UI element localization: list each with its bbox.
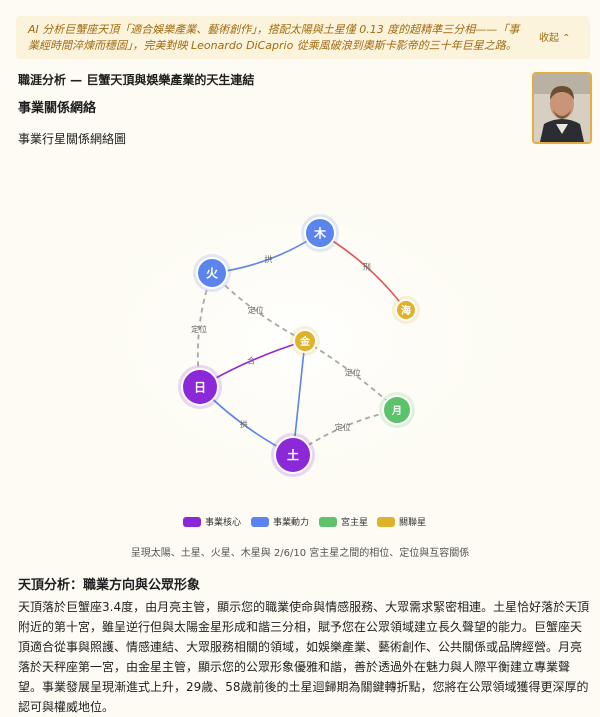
legend-swatch bbox=[251, 516, 269, 527]
collapse-button[interactable]: 收起 ⌃ bbox=[539, 33, 571, 44]
legend-item-drive: 事業動力 bbox=[251, 515, 309, 528]
legend-label: 關聯星 bbox=[399, 518, 427, 528]
edge-label: 刑 bbox=[363, 263, 371, 272]
edge-label: 定位 bbox=[191, 324, 207, 334]
node-label: 木 bbox=[313, 226, 327, 241]
edge-label: 定位 bbox=[248, 305, 264, 315]
legend-item-related: 關聯星 bbox=[377, 515, 426, 528]
legend-swatch bbox=[319, 516, 337, 527]
section-title: 職涯分析 — 巨蟹天頂與娛樂產業的天生連結 bbox=[18, 73, 255, 87]
legend-label: 宮主星 bbox=[341, 518, 369, 528]
node-jupiter[interactable]: 木 bbox=[301, 214, 339, 252]
node-label: 日 bbox=[194, 381, 206, 395]
legend-label: 事業動力 bbox=[273, 518, 310, 528]
chart-title: 事業行星關係網絡圖 bbox=[18, 132, 127, 146]
node-mars[interactable]: 火 bbox=[193, 254, 231, 292]
node-label: 土 bbox=[287, 448, 299, 463]
legend-item-house-ruler: 宮主星 bbox=[319, 515, 368, 528]
edge-label: 拱 bbox=[264, 254, 272, 264]
edge-label: 合 bbox=[247, 355, 255, 365]
network-heading: 事業關係網絡 bbox=[18, 101, 97, 116]
node-label: 金 bbox=[299, 335, 311, 348]
node-sun[interactable]: 日 bbox=[178, 365, 222, 409]
legend-item-core: 事業核心 bbox=[183, 515, 241, 528]
summary-text: AI 分析巨蟹座天頂「適合娛樂產業、藝術創作」，搭配太陽與土星僅 0.13 度的… bbox=[28, 23, 520, 52]
analysis-body: 天頂落於巨蟹座3.4度，由月亮主管，顯示您的職業使命與情感服務、大眾需求緊密相連… bbox=[18, 600, 590, 714]
legend-label: 事業核心 bbox=[205, 518, 242, 528]
avatar bbox=[532, 72, 592, 144]
node-venus[interactable]: 金 bbox=[290, 326, 320, 356]
summary-banner: AI 分析巨蟹座天頂「適合娛樂產業、藝術創作」，搭配太陽與土星僅 0.13 度的… bbox=[16, 16, 590, 59]
node-moon[interactable]: 月 bbox=[379, 392, 415, 428]
analysis-heading: 天頂分析：職業方向與公眾形象 bbox=[18, 578, 201, 593]
node-neptune[interactable]: 海 bbox=[392, 296, 420, 324]
legend-swatch bbox=[183, 516, 201, 527]
node-label: 火 bbox=[206, 267, 219, 281]
node-saturn[interactable]: 土 bbox=[271, 433, 315, 477]
edge-label: 定位 bbox=[345, 368, 361, 378]
edge-label: 拱 bbox=[240, 419, 248, 429]
chart-caption: 呈現太陽、土星、火星、木星與 2/6/10 宮主星之間的相位、定位與互容關係 bbox=[130, 548, 470, 559]
legend-swatch bbox=[377, 516, 395, 527]
network-chart: 拱刑定位定位合定位拱定位日土火木月金海 bbox=[20, 150, 580, 510]
node-label: 海 bbox=[401, 304, 411, 317]
edge-label: 定位 bbox=[335, 422, 351, 432]
node-label: 月 bbox=[391, 405, 402, 417]
